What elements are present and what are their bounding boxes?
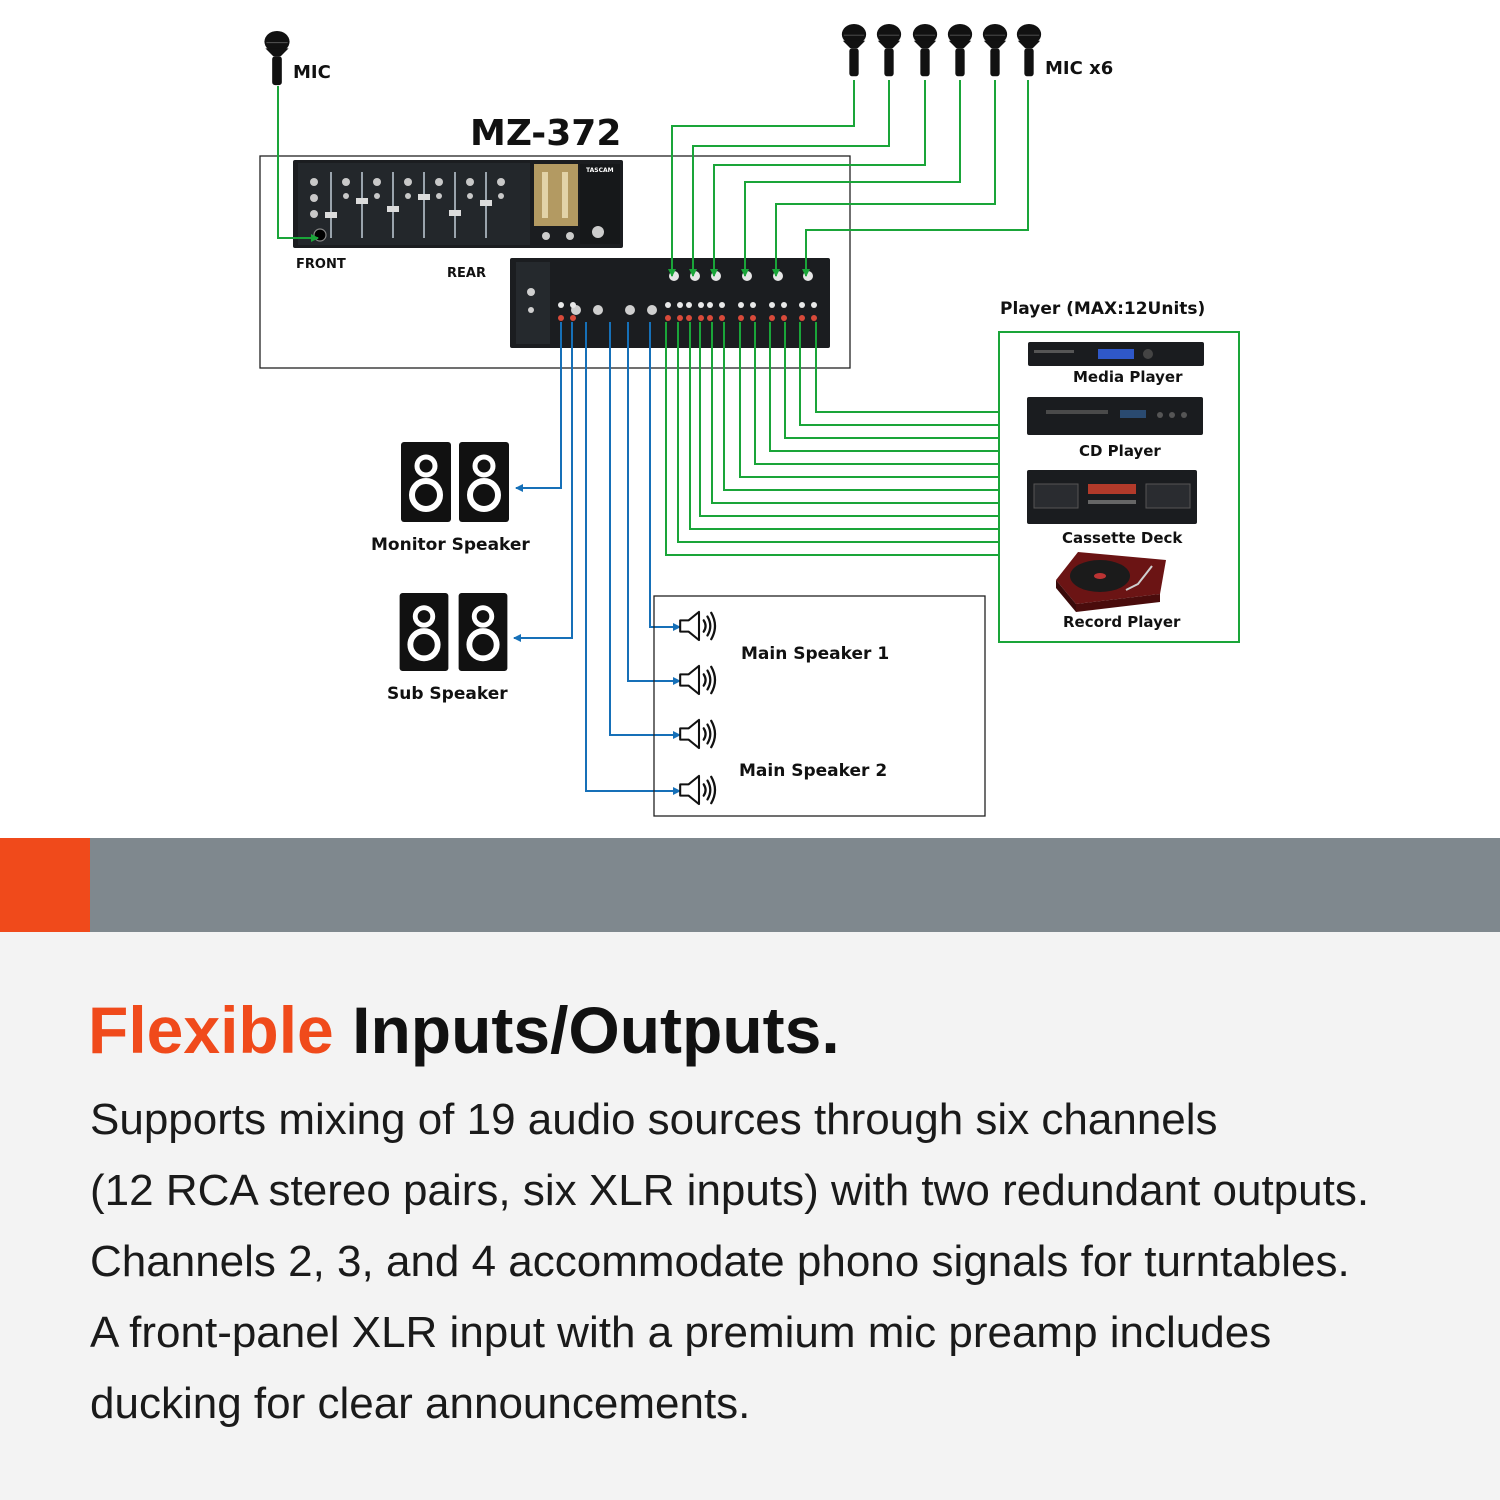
front-brand-label: TASCAM <box>586 167 614 174</box>
main-speaker-2-label: Main Speaker 2 <box>739 761 887 781</box>
body-paragraph: Supports mixing of 19 audio sources thro… <box>90 1084 1470 1439</box>
sub-speaker-label: Sub Speaker <box>387 684 508 704</box>
rear-label: REAR <box>447 266 486 281</box>
record-player-image <box>1056 552 1166 612</box>
cassette-deck-image <box>1027 470 1197 524</box>
mic-group-icons <box>841 24 1042 77</box>
body-line-2: (12 RCA stereo pairs, six XLR inputs) wi… <box>90 1166 1370 1215</box>
front-mic-icon <box>263 31 291 86</box>
output-wires <box>513 322 681 795</box>
mic-icon-3 <box>912 24 938 77</box>
mic-icon-6 <box>1016 24 1042 77</box>
main-speaker-1-label: Main Speaker 1 <box>741 644 889 664</box>
description-panel: Flexible Inputs/Outputs. Supports mixing… <box>0 932 1500 1500</box>
monitor-speaker-left-icon <box>401 442 451 522</box>
mic-icon-2 <box>876 24 902 77</box>
mic6-label: MIC x6 <box>1045 58 1113 79</box>
sub-speaker-right-icon <box>459 593 508 671</box>
main-speaker-1a-icon <box>679 610 717 642</box>
headline: Flexible Inputs/Outputs. <box>88 990 840 1070</box>
player-group-box <box>998 331 1240 643</box>
monitor-speaker-right-icon <box>459 442 509 522</box>
mic-label: MIC <box>293 62 331 83</box>
main-speaker-2b-icon <box>679 774 717 806</box>
headline-rest: Inputs/Outputs. <box>333 993 840 1067</box>
divider-accent-block <box>0 838 90 932</box>
mic-icon-4 <box>947 24 973 77</box>
player-label-record: Record Player <box>1063 613 1181 631</box>
main-speaker-1b-icon <box>679 664 717 696</box>
body-line-5: ducking for clear announcements. <box>90 1379 751 1428</box>
mixer-front-panel: TASCAM <box>293 160 623 248</box>
player-group-label: Player (MAX:12Units) <box>1000 299 1205 319</box>
monitor-speaker-label: Monitor Speaker <box>371 535 530 555</box>
mixer-box <box>259 155 851 369</box>
main-speaker-2a-icon <box>679 718 717 750</box>
cd-player-image <box>1027 397 1203 435</box>
model-title: MZ-372 <box>470 113 621 154</box>
player-label-cassette: Cassette Deck <box>1062 529 1183 547</box>
sub-speaker-left-icon <box>400 593 449 671</box>
body-line-1: Supports mixing of 19 audio sources thro… <box>90 1095 1218 1144</box>
mic-wires <box>277 80 1029 277</box>
mic-icon-1 <box>841 24 867 77</box>
divider-band <box>0 838 1500 932</box>
media-player-image <box>1028 342 1204 366</box>
player-wires <box>665 322 998 556</box>
headline-accent: Flexible <box>88 993 334 1067</box>
front-label: FRONT <box>296 257 346 272</box>
main-speaker-box <box>653 595 986 817</box>
body-line-3: Channels 2, 3, and 4 accommodate phono s… <box>90 1237 1350 1286</box>
connection-diagram: MIC MIC x6 MZ-372 <box>259 24 1240 817</box>
mic-icon-5 <box>982 24 1008 77</box>
player-label-media: Media Player <box>1073 368 1183 386</box>
mixer-rear-panel <box>510 258 830 348</box>
body-line-4: A front-panel XLR input with a premium m… <box>90 1308 1272 1357</box>
player-label-cd: CD Player <box>1079 442 1161 460</box>
